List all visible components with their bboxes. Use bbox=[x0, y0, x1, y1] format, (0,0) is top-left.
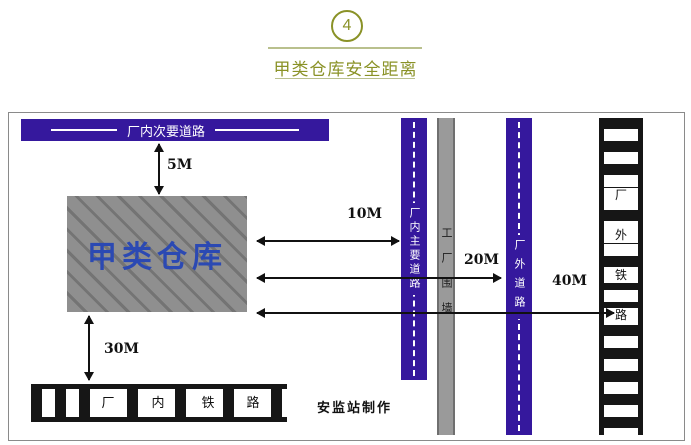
warehouse-block: 甲类仓库 bbox=[67, 196, 247, 312]
distance-label-40m: 40M bbox=[552, 273, 587, 289]
secondary-road-bar: 厂内次要道路 bbox=[21, 119, 329, 141]
header-divider-top bbox=[268, 47, 422, 49]
outer-railway-label-char: 外 bbox=[604, 228, 638, 243]
outer-road-label: 厂外道路 bbox=[511, 234, 527, 319]
credit-text: 安监站制作 bbox=[317, 400, 393, 415]
main-road-bar: 厂内主要道路 bbox=[401, 118, 427, 380]
distance-label-5m: 5M bbox=[167, 157, 193, 173]
distance-arrow-20m bbox=[256, 273, 502, 283]
safety-distance-diagram: 厂内次要道路 5M 甲类仓库 10M 20M 40M 30M 厂内主要道路 工厂… bbox=[8, 112, 685, 441]
factory-wall-bar: 工厂围墙 bbox=[437, 118, 455, 435]
inner-railway-track: 厂 内 铁 路 bbox=[31, 384, 287, 422]
inner-railway-label-char: 路 bbox=[244, 389, 262, 417]
outer-railway-track: 厂 外 铁 路 bbox=[599, 118, 643, 435]
secondary-road-label: 厂内次要道路 bbox=[126, 123, 205, 139]
outer-road-bar: 厂外道路 bbox=[506, 118, 532, 435]
distance-label-30m: 30M bbox=[104, 341, 139, 357]
distance-label-10m: 10M bbox=[347, 206, 382, 222]
main-road-label: 厂内主要道路 bbox=[406, 203, 422, 295]
step-number: 4 bbox=[342, 17, 352, 34]
distance-arrow-30m bbox=[84, 315, 94, 381]
factory-wall-label: 工厂围墙 bbox=[438, 223, 454, 331]
outer-railway-label-char: 厂 bbox=[604, 188, 638, 203]
warehouse-label: 甲类仓库 bbox=[87, 240, 227, 275]
outer-railway-label-char: 铁 bbox=[604, 268, 638, 283]
inner-railway-label-char: 铁 bbox=[199, 389, 217, 417]
page-title: 甲类仓库安全距离 bbox=[273, 60, 418, 79]
road-divider-line bbox=[50, 129, 117, 131]
distance-arrow-5m bbox=[154, 143, 164, 195]
distance-arrow-40m bbox=[256, 308, 615, 318]
inner-railway-label-char: 厂 bbox=[99, 389, 117, 417]
inner-railway-label-char: 内 bbox=[149, 389, 167, 417]
distance-label-20m: 20M bbox=[464, 252, 499, 268]
header-divider-bottom bbox=[275, 78, 415, 79]
road-divider-line bbox=[215, 129, 299, 131]
distance-arrow-10m bbox=[256, 236, 400, 246]
step-number-badge: 4 bbox=[331, 10, 363, 42]
